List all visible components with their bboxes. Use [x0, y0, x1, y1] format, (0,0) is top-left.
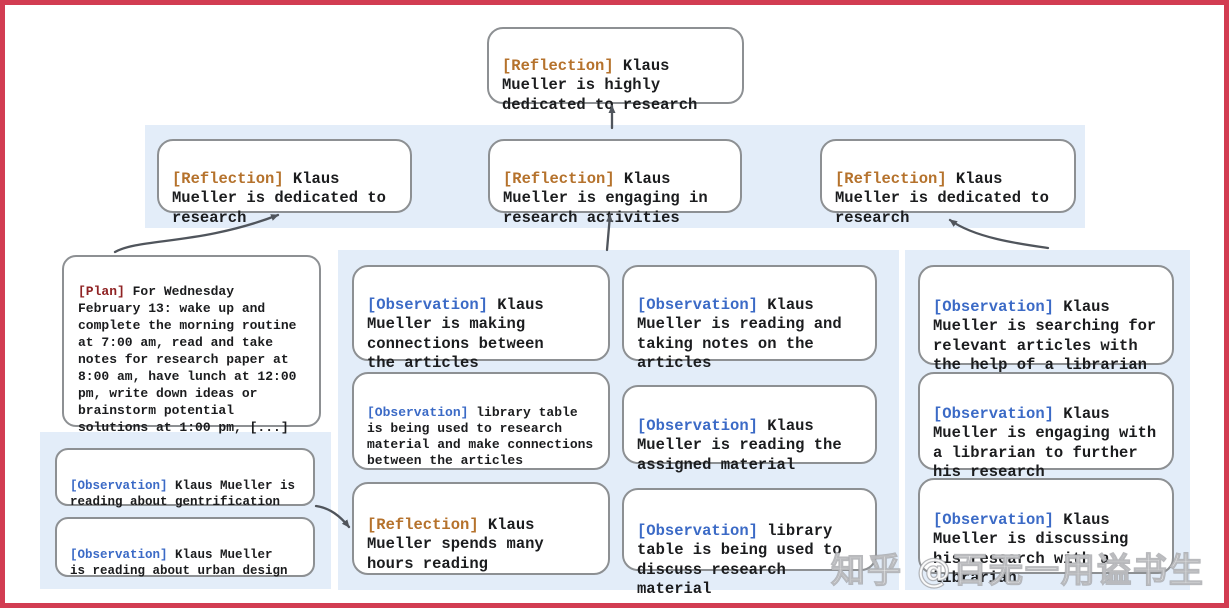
observation-tag: [Observation] [367, 405, 469, 420]
node-text: library table is being used to research … [367, 405, 594, 468]
observation-node-discussing-research: [Observation] Klaus Mueller is discussin… [918, 478, 1174, 587]
node-text: library table is being used to discuss r… [637, 521, 842, 599]
node-text: For Wednesday February 13: wake up and c… [78, 284, 297, 435]
observation-node-assigned-material: [Observation] Klaus Mueller is reading t… [622, 385, 877, 474]
observation-tag: [Observation] [637, 416, 758, 435]
observation-node-engaging-librarian: [Observation] Klaus Mueller is engaging … [918, 372, 1174, 481]
reflection-node-right: [Reflection] Klaus Mueller is dedicated … [820, 139, 1076, 227]
node-text: Klaus Mueller is discussing his research… [933, 510, 1129, 588]
plan-node: [Plan] For Wednesday February 13: wake u… [62, 255, 321, 435]
observation-tag: [Observation] [933, 404, 1054, 423]
observation-node-making-connections: [Observation] Klaus Mueller is making co… [352, 265, 610, 372]
observation-node-searching-articles: [Observation] Klaus Mueller is searching… [918, 265, 1174, 374]
observation-node-gentrification: [Observation] Klaus Mueller is reading a… [55, 448, 315, 509]
reflection-tag: [Reflection] [503, 169, 615, 188]
reflection-node-hours-reading: [Reflection] Klaus Mueller spends many h… [352, 482, 610, 575]
node-text: Klaus Mueller is searching for relevant … [933, 297, 1157, 375]
node-text: Klaus Mueller is making connections betw… [367, 295, 544, 373]
observation-tag: [Observation] [70, 547, 168, 562]
node-text: Klaus Mueller is highly dedicated to res… [502, 56, 698, 114]
node-text: Klaus Mueller is reading about gentrific… [70, 478, 296, 510]
reflection-tag: [Reflection] [502, 56, 614, 75]
observation-node-library-table-research: [Observation] library table is being use… [352, 372, 610, 470]
observation-node-urban-design: [Observation] Klaus Mueller is reading a… [55, 517, 315, 579]
observation-tag: [Observation] [367, 295, 488, 314]
zhihu-watermark: 知乎 @百无一用谥书生 [830, 550, 1205, 591]
node-text: Klaus Mueller spends many hours reading [367, 515, 544, 573]
node-text: Klaus Mueller is engaging in research ac… [503, 169, 708, 227]
node-text: Klaus Mueller is reading the assigned ma… [637, 416, 842, 474]
observation-node-taking-notes: [Observation] Klaus Mueller is reading a… [622, 265, 877, 372]
reflection-node-center: [Reflection] Klaus Mueller is engaging i… [488, 139, 742, 227]
node-text: Klaus Mueller is reading and taking note… [637, 295, 842, 373]
node-text: Klaus Mueller is dedicated to research [835, 169, 1049, 227]
reflection-node-root: [Reflection] Klaus Mueller is highly ded… [487, 27, 744, 114]
reflection-tag: [Reflection] [835, 169, 947, 188]
observation-tag: [Observation] [933, 297, 1054, 316]
observation-tag: [Observation] [637, 295, 758, 314]
observation-node-library-table-discuss: [Observation] library table is being use… [622, 488, 877, 598]
observation-tag: [Observation] [70, 478, 168, 493]
node-text: Klaus Mueller is reading about urban des… [70, 547, 288, 579]
plan-tag: [Plan] [78, 284, 125, 299]
reflection-tag: [Reflection] [367, 515, 479, 534]
reflection-node-left: [Reflection] Klaus Mueller is dedicated … [157, 139, 412, 227]
reflection-tag: [Reflection] [172, 169, 284, 188]
observation-tag: [Observation] [637, 521, 758, 540]
observation-tag: [Observation] [933, 510, 1054, 529]
node-text: Klaus Mueller is engaging with a librari… [933, 404, 1157, 482]
